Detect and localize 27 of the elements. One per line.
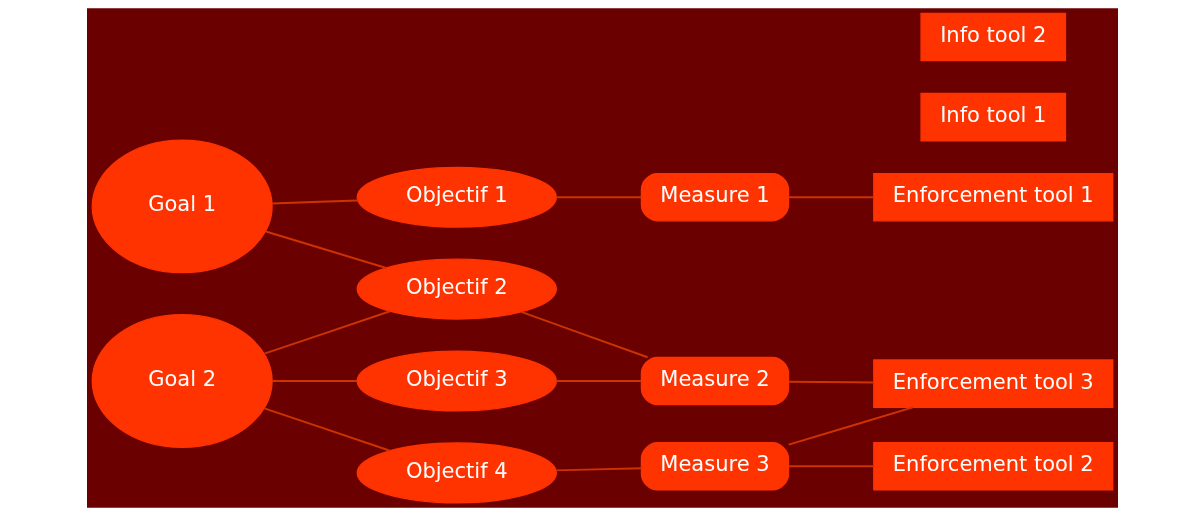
node-box: Enforcement tool 2 <box>872 442 1113 491</box>
connector <box>270 199 359 205</box>
connector <box>519 310 649 359</box>
connector <box>264 230 387 270</box>
node-box: Measure 1 <box>640 172 789 222</box>
node-box: Info tool 1 <box>919 92 1066 142</box>
connector <box>262 407 391 452</box>
node-ellipse: Objectif 1 <box>356 166 557 228</box>
connector <box>262 310 391 355</box>
node-ellipse: Objectif 4 <box>356 442 557 504</box>
node-ellipse: Goal 2 <box>91 314 273 448</box>
connector <box>787 196 875 199</box>
node-box: Measure 3 <box>640 442 789 491</box>
connector <box>270 380 358 382</box>
connector <box>554 196 642 199</box>
node-box: Measure 2 <box>640 356 789 406</box>
connector <box>554 380 642 382</box>
connector <box>554 467 642 472</box>
node-box: Enforcement tool 1 <box>872 172 1113 222</box>
node-ellipse: Objectif 3 <box>356 350 557 412</box>
connector <box>787 380 875 384</box>
node-ellipse: Goal 1 <box>91 139 273 274</box>
node-ellipse: Objectif 2 <box>356 258 557 320</box>
node-box: Enforcement tool 3 <box>872 359 1113 408</box>
connector <box>787 406 914 446</box>
node-box: Info tool 2 <box>919 12 1066 62</box>
connector <box>787 465 875 468</box>
